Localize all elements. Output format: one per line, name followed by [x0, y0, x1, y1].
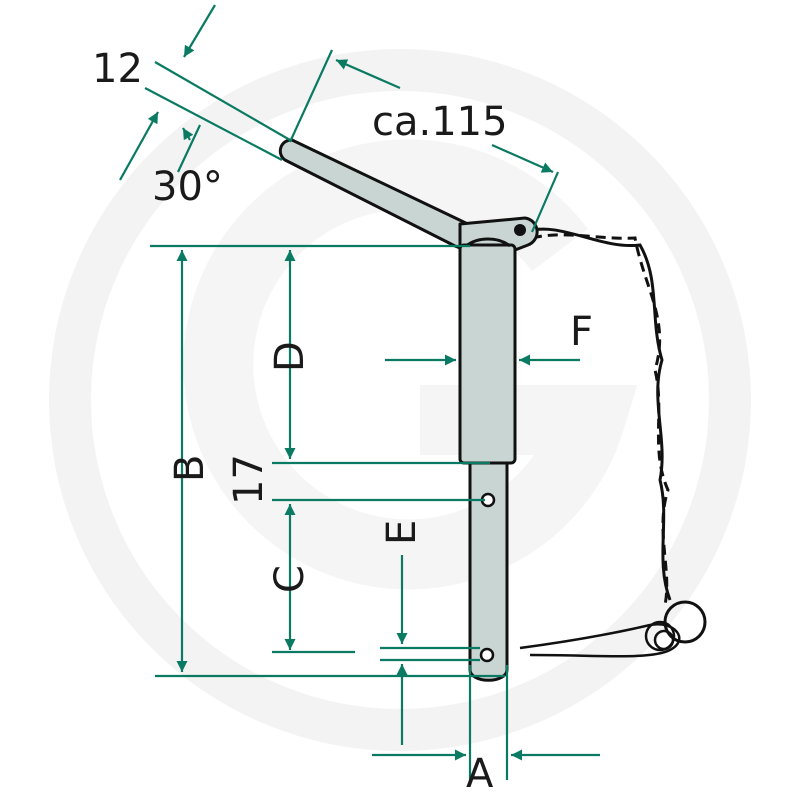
label-e: E	[379, 520, 425, 545]
label-c: C	[267, 565, 313, 593]
label-offset: 17	[226, 454, 272, 505]
label-b: B	[167, 455, 213, 482]
pin	[278, 138, 539, 682]
lower-hole	[479, 647, 495, 663]
label-d: D	[267, 341, 313, 372]
chain-eyelet	[514, 224, 526, 236]
label-length: ca.115	[372, 99, 508, 145]
label-f: F	[570, 309, 593, 355]
pin-upper-shaft	[458, 243, 517, 465]
label-thickness: 12	[92, 46, 143, 92]
label-a: A	[466, 751, 494, 797]
spring-clip	[519, 620, 681, 658]
label-angle: 30°	[152, 164, 223, 210]
dimension-labels: 12 ca.115 30° F A D B 17 C E	[92, 46, 593, 797]
dimension-lines	[119, 4, 600, 780]
